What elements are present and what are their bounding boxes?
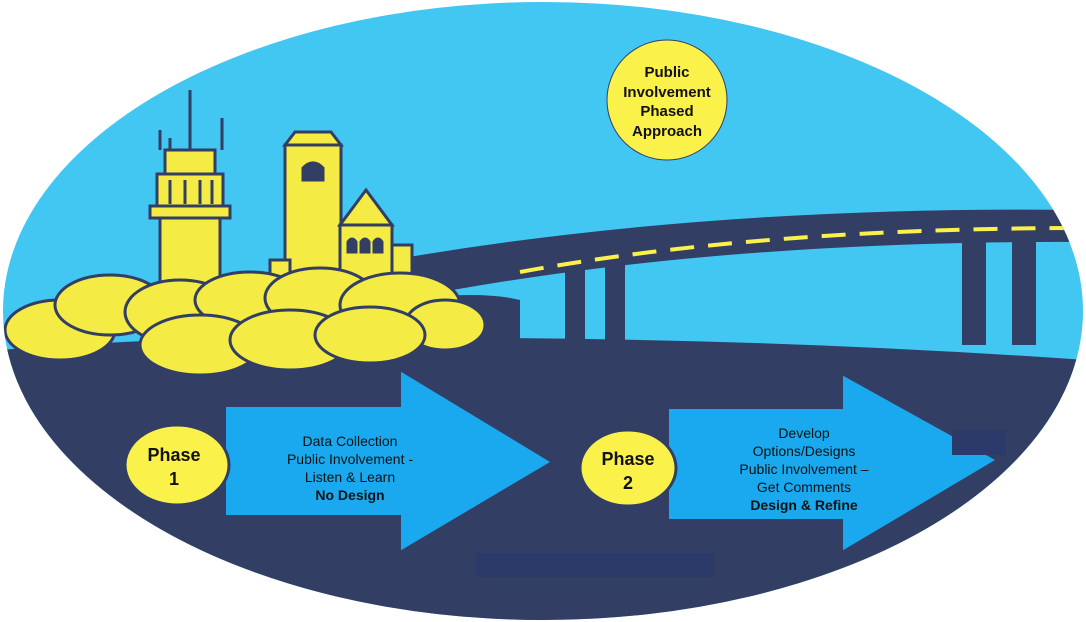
phase1-badge-word: Phase xyxy=(147,444,201,465)
phase1-badge-number: 1 xyxy=(168,469,179,489)
phase1-description: Data Collection Public Involvement - Lis… xyxy=(252,418,448,518)
phase1-emphasis: No Design xyxy=(315,487,385,504)
sun-label-line: Public xyxy=(644,64,690,81)
shrubs xyxy=(3,266,487,377)
phase2-line: Public Involvement – xyxy=(739,460,869,477)
phase1-line: Public Involvement - xyxy=(286,450,414,467)
sun-label-line: Approach xyxy=(631,122,702,140)
phase2-emphasis: Design & Refine xyxy=(750,497,858,514)
sun-label-line: Involvement xyxy=(623,83,711,101)
phase1-arrow xyxy=(224,368,554,554)
sun-label-line: Phased xyxy=(640,103,694,120)
phase1-badge-label: Phase 1 xyxy=(124,424,224,510)
phase1-badge xyxy=(123,423,231,507)
bridge-icon xyxy=(380,209,1083,345)
decor-bar-right xyxy=(952,430,1006,455)
decor-bar-bottom xyxy=(476,553,714,577)
phase2-line: Options/Designs xyxy=(752,442,856,459)
phase2-line: Get Comments xyxy=(756,479,852,496)
phase2-badge-number: 2 xyxy=(622,473,633,493)
phase1-line: Data Collection xyxy=(302,432,398,449)
phase2-badge xyxy=(578,428,678,508)
phase2-arrow xyxy=(667,372,1000,554)
phase2-badge-word: Phase xyxy=(601,448,655,469)
sun-icon xyxy=(606,39,728,161)
phase2-line: Develop xyxy=(778,424,830,441)
phase1-line: Listen & Learn xyxy=(304,469,396,485)
phase2-description: Develop Options/Designs Public Involveme… xyxy=(706,410,902,528)
sun-label: Public Involvement Phased Approach xyxy=(606,46,728,158)
phase2-badge-label: Phase 2 xyxy=(580,430,676,512)
